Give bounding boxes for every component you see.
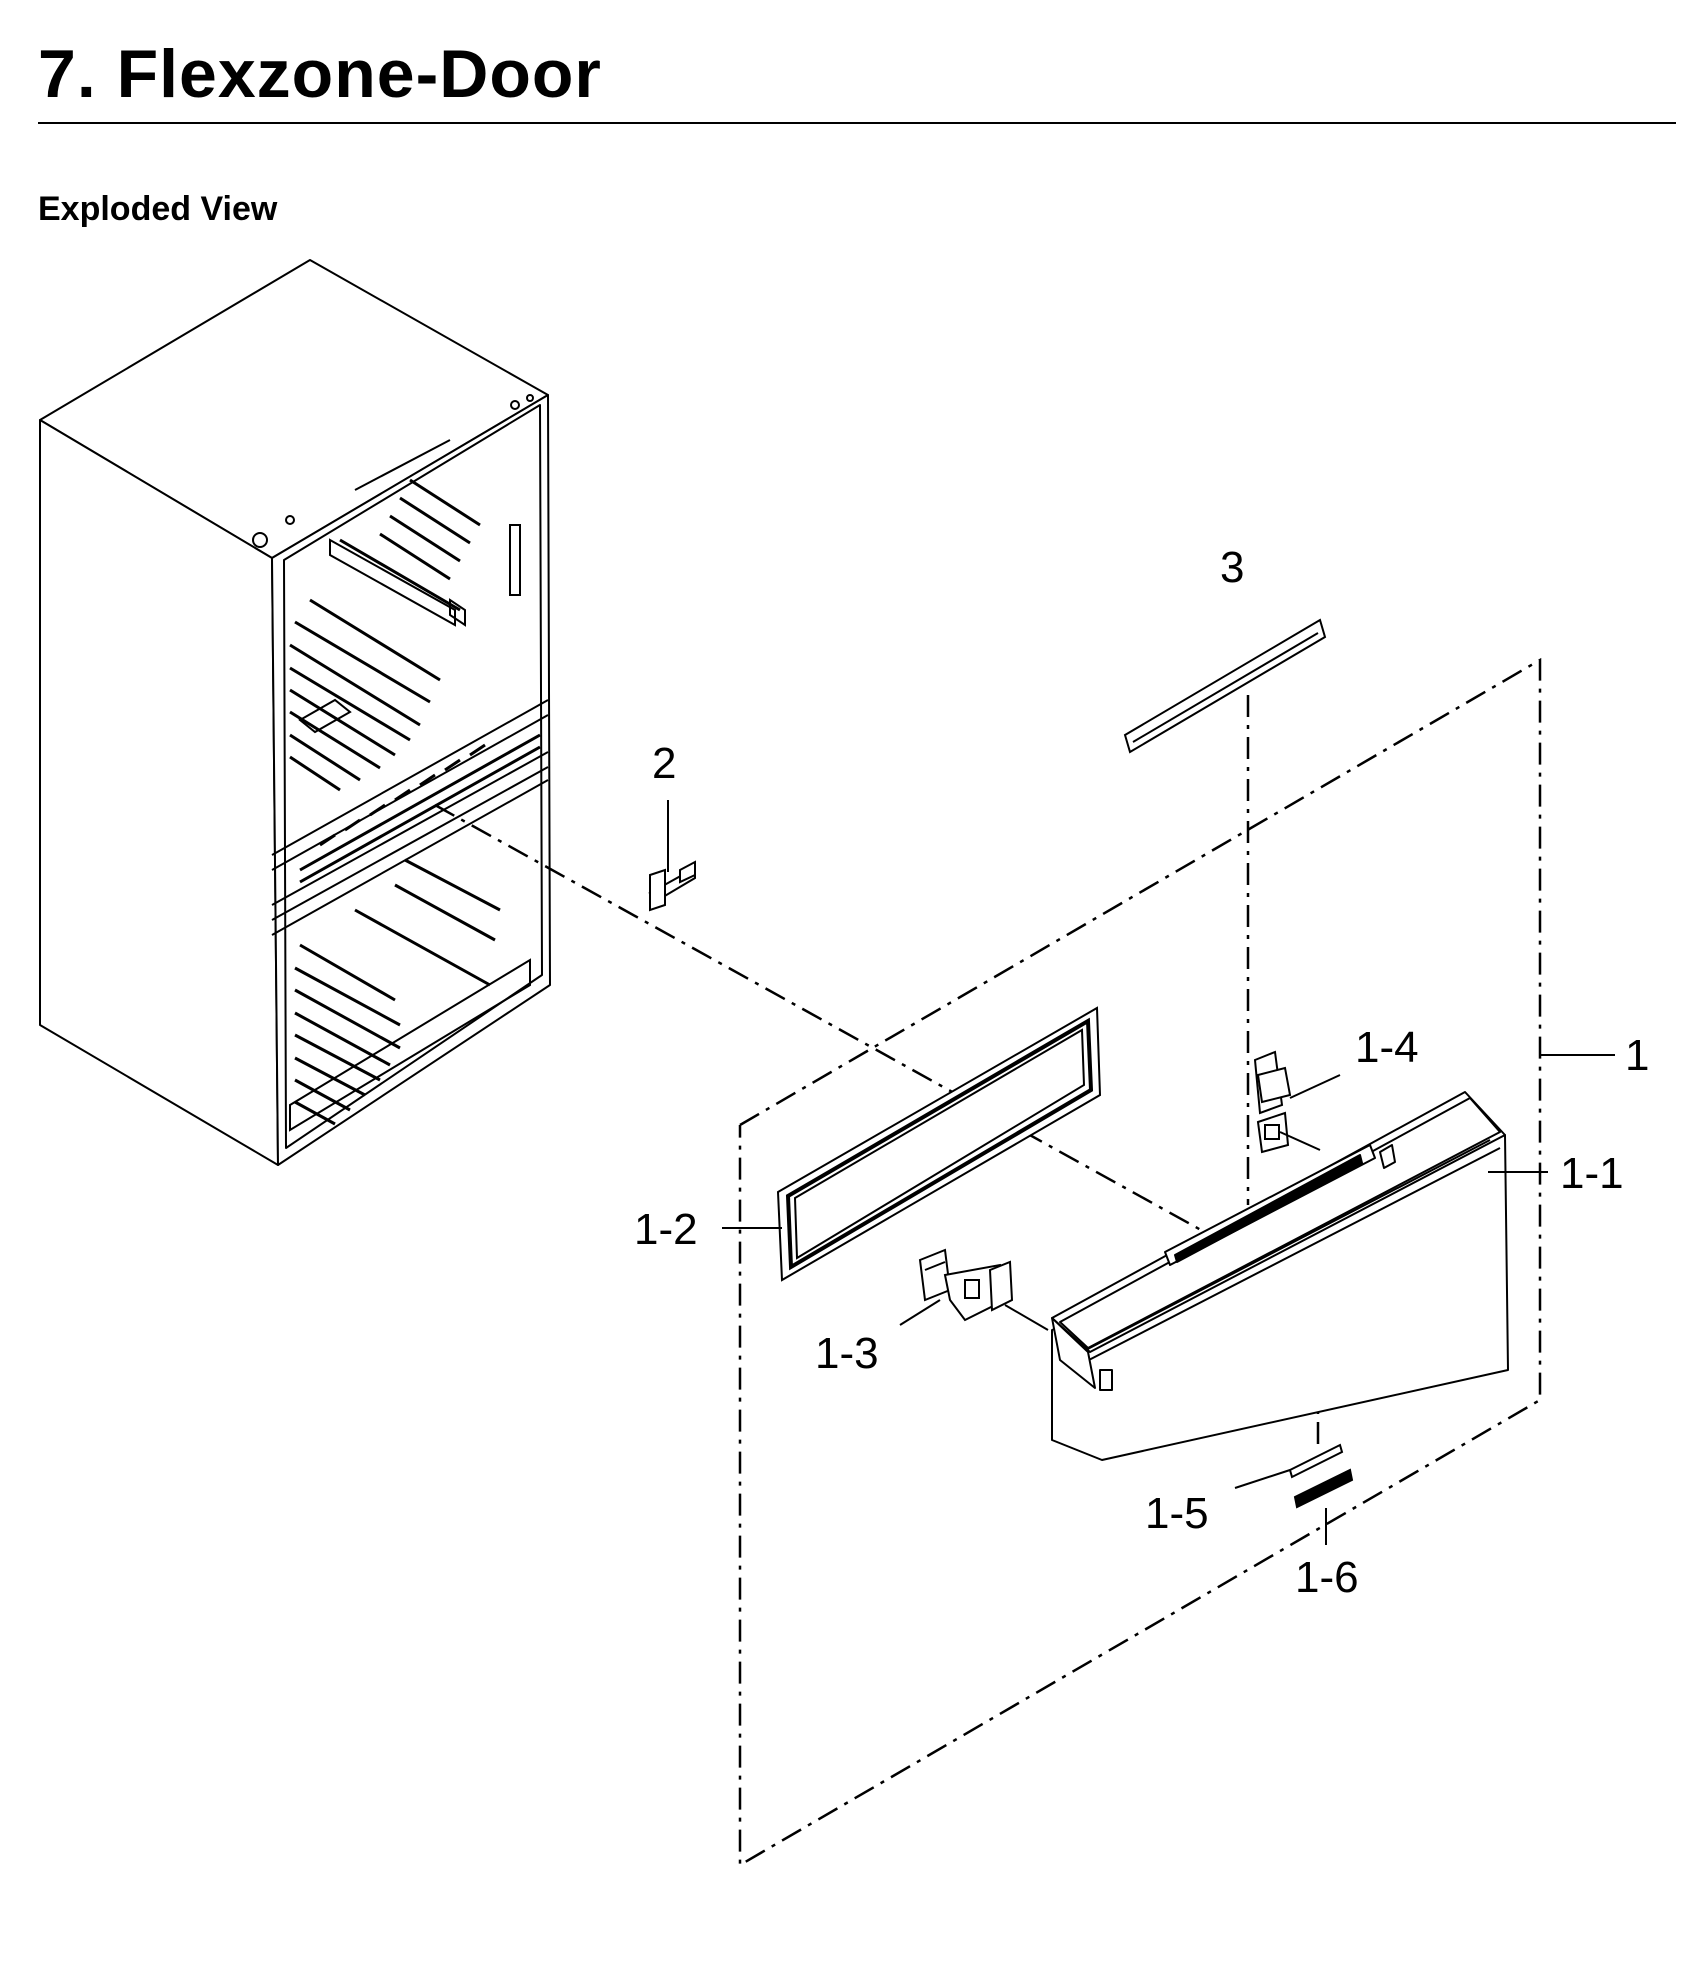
label-part-1-5: 1-5 <box>1145 1489 1209 1538</box>
label-part-1: 1 <box>1625 1031 1649 1080</box>
fridge-flexzone-drawer <box>299 733 541 884</box>
label-part-1-3: 1-3 <box>815 1329 879 1378</box>
label-part-1-4: 1-4 <box>1355 1023 1419 1072</box>
fridge-upper-shelves <box>289 478 481 792</box>
label-part-2: 2 <box>652 739 676 788</box>
part-2-bracket <box>648 860 696 912</box>
title-divider <box>38 122 1676 124</box>
part-1-4-hinge <box>1253 1050 1292 1154</box>
page-title: 7. Flexzone-Door <box>38 36 602 112</box>
part-3-cover-strip <box>1123 618 1327 754</box>
label-part-1-2: 1-2 <box>634 1205 698 1254</box>
label-leaders <box>667 800 1615 1545</box>
part-1-3-hinge <box>918 1248 1014 1322</box>
label-part-1-1: 1-1 <box>1560 1149 1624 1198</box>
section-title: Exploded View <box>38 190 278 228</box>
label-part-3: 3 <box>1220 543 1244 592</box>
label-part-1-6: 1-6 <box>1295 1553 1359 1602</box>
part-1-6-strip <box>1293 1468 1354 1509</box>
fridge-lower-shelves <box>294 858 501 1126</box>
refrigerator-cabinet <box>39 259 551 1166</box>
fridge-upper-bracket <box>298 524 521 734</box>
part-1-1-door <box>1051 1091 1509 1461</box>
part-1-5-strip <box>1288 1443 1344 1479</box>
fridge-lower-bin <box>289 958 531 1132</box>
part-1-2-gasket <box>776 1006 1102 1282</box>
